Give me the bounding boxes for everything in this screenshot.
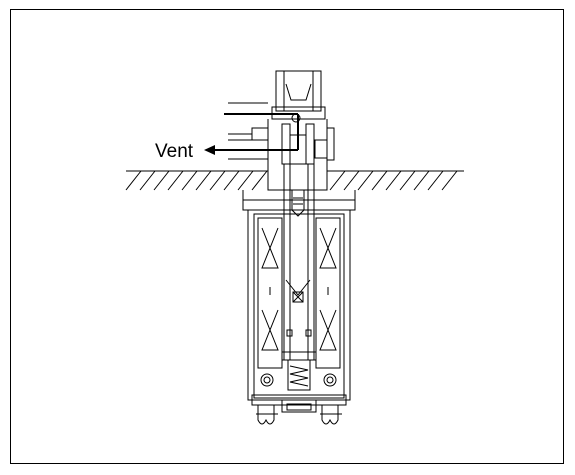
armature [285, 279, 312, 337]
mounting-surface [125, 170, 464, 191]
port-lines [228, 102, 268, 160]
surface-hatching [125, 170, 458, 191]
upper-valve-body [251, 113, 335, 191]
plunger-tube [283, 163, 315, 361]
top-fitting [271, 70, 326, 120]
bottom-connector [251, 394, 347, 425]
right-coil [315, 217, 341, 387]
diagram-frame [10, 9, 564, 464]
vent-label: Vent [155, 141, 194, 162]
vent-arrow-icon [204, 145, 215, 155]
collar [242, 190, 356, 211]
left-coil [257, 217, 283, 387]
vent-flow-path [204, 113, 299, 155]
bottom-spring [281, 351, 317, 391]
